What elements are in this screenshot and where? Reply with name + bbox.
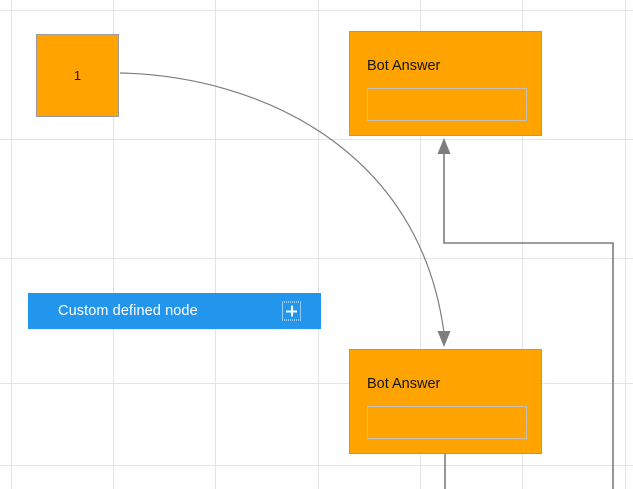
bot-answer-title: Bot Answer — [367, 376, 441, 392]
plus-icon-vertical-bar — [290, 305, 293, 317]
edge-curved-arrowhead — [437, 331, 451, 347]
custom-defined-node-item[interactable]: Custom defined node — [28, 293, 321, 329]
node-1-label: 1 — [73, 68, 82, 83]
edge-orthogonal-arrowhead — [437, 138, 451, 154]
bot-answer-title: Bot Answer — [367, 58, 441, 74]
custom-defined-node-label: Custom defined node — [58, 303, 198, 319]
node-1[interactable]: 1 — [36, 34, 119, 117]
edge-curved-path[interactable] — [119, 72, 445, 334]
edge-orthogonal-path[interactable] — [443, 152, 614, 489]
bot-answer-node-top[interactable]: Bot Answer — [349, 31, 542, 136]
bot-answer-slot[interactable] — [367, 406, 527, 439]
plus-icon[interactable] — [282, 301, 301, 321]
bot-answer-slot[interactable] — [367, 88, 527, 121]
bot-answer-node-bottom[interactable]: Bot Answer — [349, 349, 542, 454]
